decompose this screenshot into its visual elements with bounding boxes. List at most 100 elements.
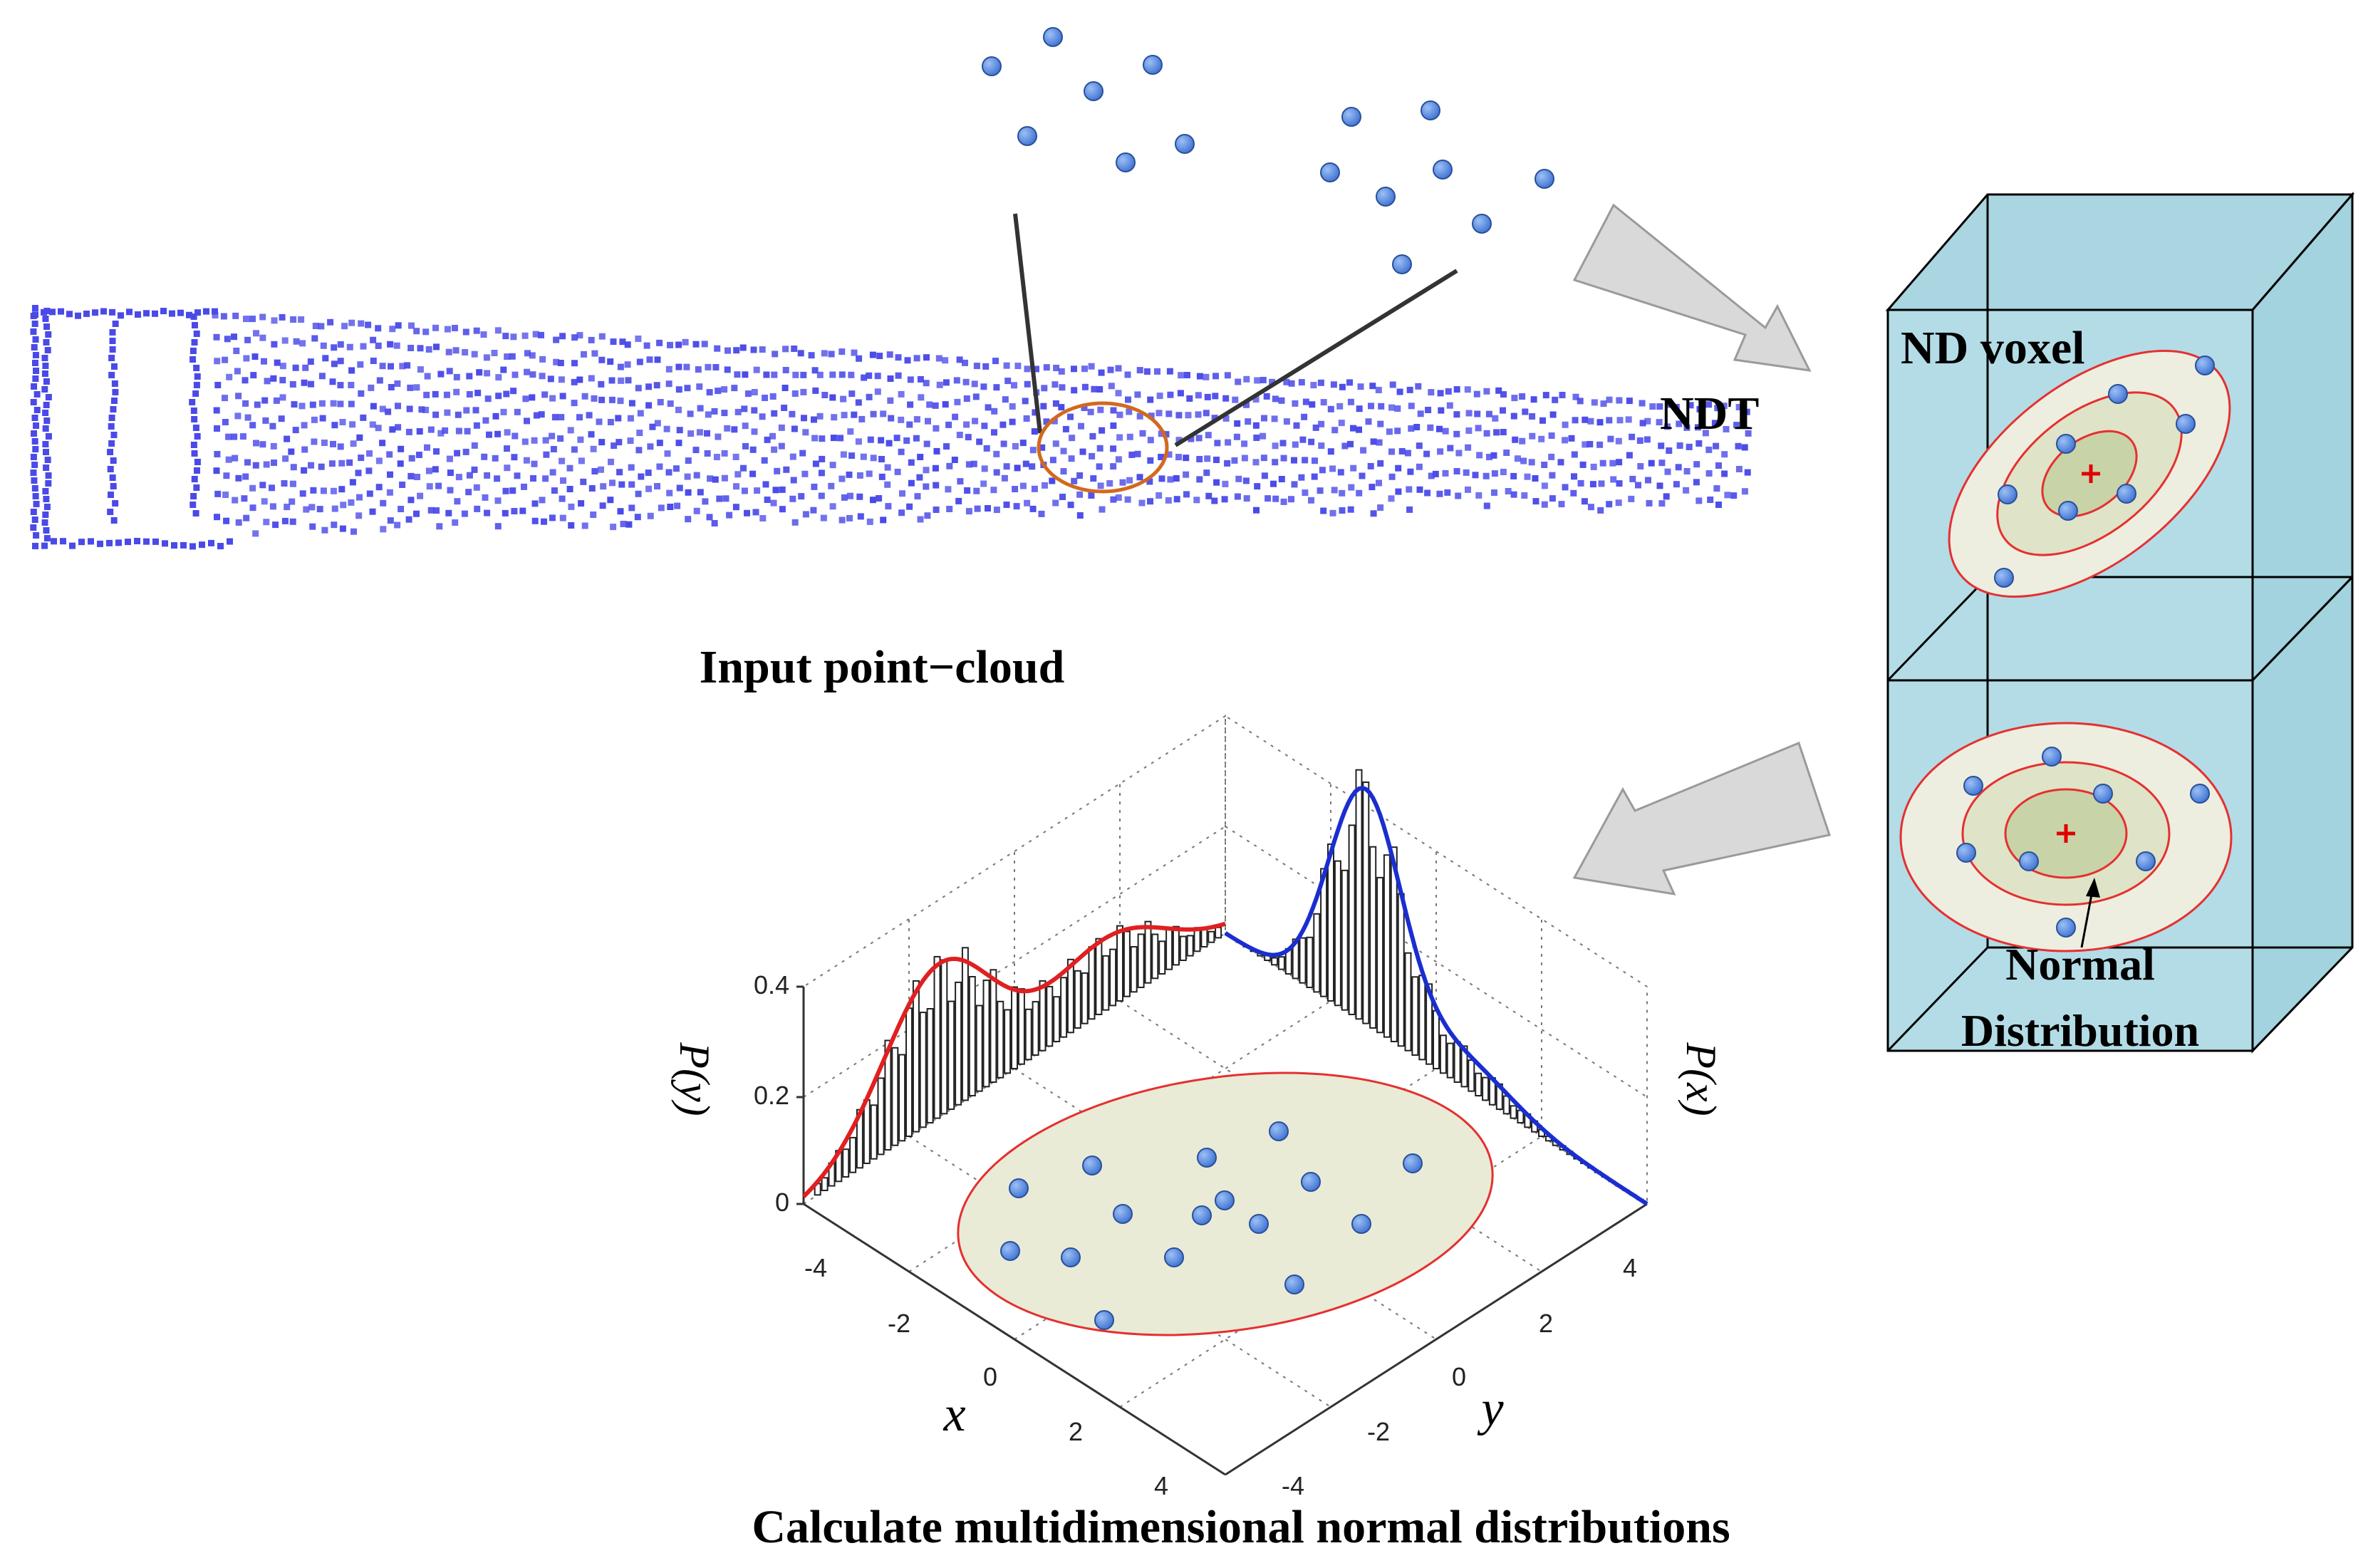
cloud-point	[329, 378, 336, 385]
cloud-point	[1069, 435, 1076, 442]
cloud-point	[1024, 380, 1031, 388]
cloud-point	[474, 505, 481, 512]
cloud-point	[302, 364, 309, 371]
cloud-point	[45, 331, 52, 338]
cloud-point	[816, 412, 824, 420]
cloud-point	[625, 521, 633, 528]
cloud-point	[1521, 492, 1528, 499]
cloud-point	[1510, 412, 1517, 420]
cloud-point	[42, 410, 49, 416]
cloud-point	[375, 484, 383, 491]
cloud-point	[500, 408, 507, 415]
histogram-bar	[982, 980, 990, 1088]
cloud-point	[754, 487, 761, 494]
cloud-point	[524, 417, 530, 425]
cloud-point	[290, 464, 297, 471]
cloud-point	[1224, 460, 1231, 467]
cloud-point	[1235, 475, 1242, 482]
cloud-point	[531, 437, 538, 444]
cloud-point	[511, 371, 519, 378]
cloud-point	[1673, 481, 1680, 488]
cloud-point	[635, 447, 643, 454]
cloud-point	[1723, 426, 1730, 432]
y-tick--4: -4	[1282, 1471, 1304, 1500]
histogram-bar	[1004, 1009, 1012, 1074]
cloud-point	[1011, 382, 1017, 389]
cloud-point	[732, 504, 739, 511]
cloud-point	[134, 538, 140, 545]
cloud-point	[143, 538, 150, 545]
cloud-point	[1437, 390, 1444, 397]
cloud-point	[110, 406, 117, 412]
cloud-point	[309, 401, 316, 408]
cloud-point	[1730, 492, 1738, 499]
cloud-point	[954, 398, 961, 405]
cloud-point	[1039, 444, 1046, 451]
cloud-point	[1058, 368, 1065, 375]
cloud-point	[1147, 396, 1154, 403]
cloud-point	[514, 472, 521, 479]
cloud-point	[721, 386, 728, 393]
cloud-point	[704, 450, 711, 457]
cloud-point	[538, 411, 545, 418]
cloud-point	[675, 440, 682, 447]
cloud-point	[1415, 383, 1422, 390]
cloud-point	[331, 505, 338, 512]
cloud-point	[1245, 418, 1252, 425]
cloud-point	[1225, 439, 1232, 446]
cloud-point	[189, 502, 197, 508]
cloud-point	[1425, 407, 1432, 413]
cloud-point	[1549, 495, 1556, 502]
voxel-point	[2058, 501, 2078, 521]
cloud-point	[627, 437, 634, 445]
cloud-point	[1292, 441, 1299, 448]
cloud-point	[1263, 393, 1270, 400]
cloud-point	[673, 465, 680, 472]
cloud-point	[779, 486, 786, 493]
cloud-point	[590, 512, 597, 518]
cloud-point	[761, 457, 768, 464]
cloud-point	[1241, 440, 1248, 447]
cloud-point	[523, 457, 530, 464]
cloud-point	[529, 371, 536, 378]
cloud-point	[1243, 375, 1250, 383]
cloud-point	[704, 430, 710, 437]
cloud-point	[193, 331, 200, 337]
cloud-point	[674, 502, 681, 509]
cloud-point	[42, 488, 49, 494]
cloud-point	[1124, 496, 1131, 503]
cloud-point	[531, 460, 538, 467]
cloud-point	[1260, 455, 1267, 462]
cloud-point	[249, 504, 256, 512]
cloud-point	[194, 373, 201, 380]
cloud-point	[1447, 445, 1454, 452]
cloud-point	[667, 504, 674, 510]
cloud-point	[395, 403, 401, 410]
cloud-point	[41, 519, 48, 526]
cloud-point	[110, 457, 117, 464]
cloud-point	[1664, 423, 1671, 430]
histogram-bar	[898, 1054, 906, 1142]
cloud-point	[576, 376, 583, 383]
cloud-point	[1339, 507, 1346, 514]
cloud-point	[227, 538, 233, 545]
cloud-point	[828, 482, 835, 489]
cloud-point	[357, 361, 364, 368]
cloud-point	[821, 392, 829, 398]
cloud-point	[870, 455, 877, 462]
cloud-point	[532, 331, 539, 338]
cloud-point	[772, 487, 779, 494]
return-arrow-icon	[1572, 741, 1831, 895]
cloud-point	[308, 380, 314, 388]
cloud-point	[213, 333, 220, 341]
cloud-point	[118, 312, 124, 319]
cloud-point	[1552, 396, 1559, 403]
cloud-point	[1444, 489, 1451, 496]
cloud-point	[1348, 484, 1355, 491]
cloud-point	[30, 509, 37, 515]
cloud-point	[292, 364, 299, 371]
cloud-point	[1188, 435, 1195, 442]
cloud-point	[1582, 441, 1589, 448]
cloud-point	[705, 363, 712, 370]
cloud-point	[811, 367, 819, 374]
